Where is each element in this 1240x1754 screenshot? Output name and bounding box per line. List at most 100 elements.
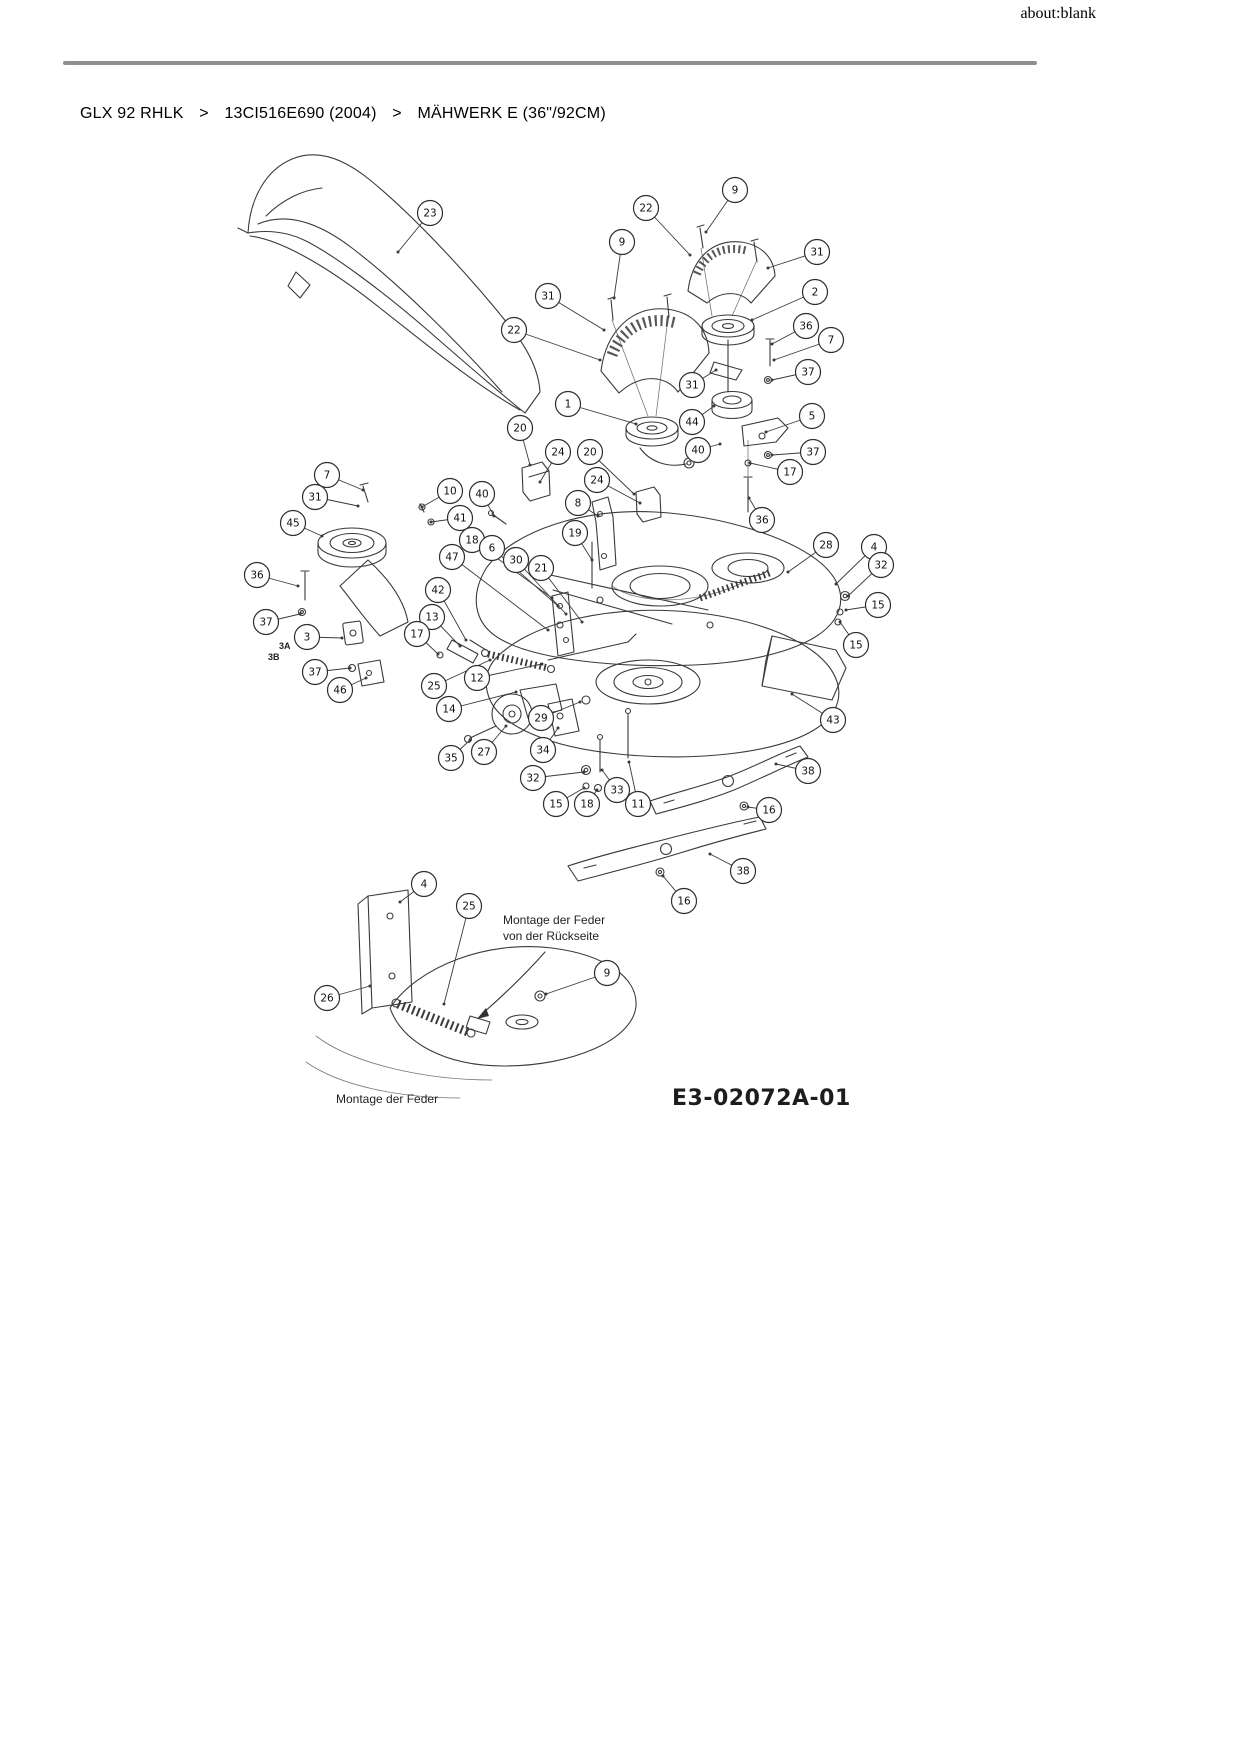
callout-14: 14: [435, 690, 518, 723]
part-callout-number: 7: [828, 335, 835, 347]
callout-36: 36: [243, 561, 300, 589]
breadcrumb-item-model[interactable]: GLX 92 RHLK: [80, 105, 184, 122]
part-callout-number: 1: [565, 399, 572, 411]
part-callout-number: 30: [509, 555, 522, 567]
part-callout-balloon: [470, 738, 498, 766]
breadcrumb-item-serial[interactable]: 13CI516E690 (2004): [224, 105, 377, 122]
callout-36: 36: [747, 496, 776, 534]
callout-37: 37: [770, 438, 827, 466]
part-callout-balloon: [798, 402, 826, 430]
part-callout-balloon: [564, 489, 592, 517]
part-callout-balloon: [544, 438, 572, 466]
callout-31: 31: [766, 238, 831, 270]
part-callout-number: 18: [465, 535, 478, 547]
part-callout-number: 9: [619, 237, 626, 249]
part-callout-balloon: [799, 438, 827, 466]
part-callout-balloon: [678, 371, 706, 399]
part-callout-balloon: [678, 408, 706, 436]
part-callout-balloon: [576, 438, 604, 466]
part-callout-balloon: [455, 892, 483, 920]
part-callout-balloon: [603, 776, 631, 804]
callout-23: 23: [396, 199, 444, 254]
part-callout-number: 5: [809, 411, 816, 423]
part-callout-balloon: [438, 543, 466, 571]
part-callout-number: 28: [819, 540, 832, 552]
note-arrow: [477, 951, 546, 1019]
part-callout-number: 18: [580, 799, 593, 811]
part-callout-balloon: [817, 326, 845, 354]
callout-9: 9: [544, 959, 621, 996]
callout-1: 1: [554, 390, 638, 426]
callout-31: 31: [301, 483, 360, 511]
part-callout-number: 33: [610, 785, 623, 797]
callout-18: 18: [573, 788, 601, 818]
assembly-note-bottom: Montage der Feder: [336, 1092, 439, 1106]
part-callout-number: 36: [755, 515, 769, 527]
part-callout-balloon: [293, 623, 321, 651]
part-callout-number: 19: [568, 528, 581, 540]
part-callout-balloon: [424, 576, 452, 604]
part-callout-number: 38: [801, 766, 814, 778]
breadcrumb-separator: >: [199, 105, 209, 122]
part-callout-balloon: [561, 519, 589, 547]
callout-37: 37: [770, 358, 822, 386]
part-callout-number: 9: [732, 185, 739, 197]
part-callout-balloon: [436, 477, 464, 505]
part-callout-number: 2: [812, 287, 819, 299]
part-callout-balloon: [542, 790, 570, 818]
callout-34: 34: [529, 726, 560, 764]
part-callout-number: 16: [677, 896, 691, 908]
part-callout-balloon: [803, 238, 831, 266]
part-callout-balloon: [500, 316, 528, 344]
part-callout-number: 42: [431, 585, 444, 597]
part-callout-balloon: [593, 959, 621, 987]
part-callout-balloon: [812, 531, 840, 559]
part-callout-balloon: [819, 706, 847, 734]
part-callout-number: 12: [470, 673, 483, 685]
part-callout-number: 7: [324, 470, 331, 482]
callout-25: 25: [442, 892, 483, 1006]
assembly-note-rear-line2: von der Rückseite: [503, 928, 600, 943]
part-callout-number: 37: [259, 617, 272, 629]
callout-5: 5: [764, 402, 826, 434]
spindle-pulley-assembly: [701, 314, 789, 447]
part-callout-balloon: [252, 608, 280, 636]
part-callout-balloon: [755, 796, 783, 824]
part-callout-number: 38: [736, 866, 749, 878]
part-callout-balloon: [468, 480, 496, 508]
part-callout-number: 36: [799, 321, 813, 333]
part-callout-number: 37: [801, 367, 814, 379]
assembly-note-rear-line1: Montage der Feder: [503, 913, 606, 927]
part-callout-balloon: [729, 857, 757, 885]
breadcrumb-item-section[interactable]: MÄHWERK E (36"/92CM): [417, 105, 606, 122]
detail-spring: [391, 998, 476, 1038]
part-callout-balloon: [301, 658, 329, 686]
part-callout-balloon: [519, 764, 547, 792]
part-callout-number: 31: [685, 380, 698, 392]
part-callout-number: 37: [308, 667, 321, 679]
part-callout-number: 4: [421, 879, 428, 891]
part-callout-number: 31: [541, 291, 554, 303]
callout-10: 10: [420, 477, 464, 509]
part-callout-number: 20: [583, 447, 596, 459]
part-callout-number: 32: [526, 773, 539, 785]
callout-20: 20: [506, 414, 534, 467]
part-callout-balloon: [437, 744, 465, 772]
part-callout-number: 22: [639, 203, 652, 215]
part-callout-balloon: [632, 194, 660, 222]
part-callout-number: 24: [590, 475, 604, 487]
blade-upper: [649, 745, 809, 815]
callout-32: 32: [519, 764, 586, 792]
part-callout-balloon: [573, 790, 601, 818]
callout-35: 35: [437, 738, 472, 772]
callout-45: 45: [279, 509, 324, 538]
part-callout-number: 29: [534, 713, 547, 725]
part-callout-number: 17: [410, 629, 423, 641]
part-callout-balloon: [279, 509, 307, 537]
part-callout-number: 35: [444, 753, 457, 765]
deck-shell-upper: [475, 510, 842, 667]
part-callout-number: 15: [871, 600, 884, 612]
callout-9: 9: [608, 228, 636, 300]
part-callout-number: 43: [826, 715, 839, 727]
